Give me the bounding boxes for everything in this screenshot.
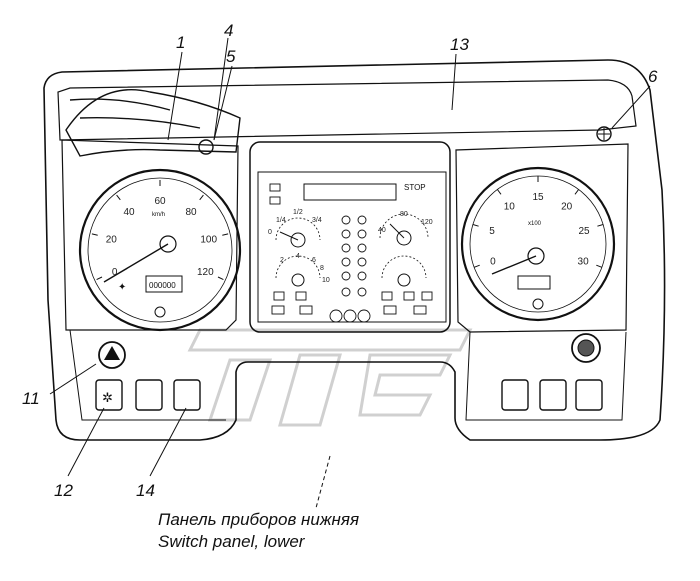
- tach-tick-15: 15: [532, 192, 544, 203]
- pressure-tick-6: 6: [312, 257, 316, 264]
- rocker-switch-5[interactable]: [539, 379, 567, 411]
- speed-tick-20: 20: [106, 235, 118, 246]
- switch-5: [198, 139, 214, 155]
- speed-tick-120: 120: [197, 267, 214, 278]
- speed-tick-mark: [222, 233, 229, 236]
- speed-tick-mark: [217, 276, 224, 281]
- watermark-logo: [187, 328, 473, 427]
- tach-tick-25: 25: [578, 226, 590, 237]
- mount-screw: [596, 126, 612, 142]
- temp-tick-40: 40: [378, 227, 386, 234]
- callout-14: 14: [136, 481, 155, 500]
- speedometer-scale: 0 20 40 60 80 100 120: [91, 180, 229, 281]
- pressure-tick-2: 2: [280, 257, 284, 264]
- tach-tick-mark: [472, 224, 479, 227]
- temp-tick-120: 120: [421, 219, 433, 226]
- tach-tick-20: 20: [561, 202, 573, 213]
- fuel-gauge: 1/2 1/4 3/4 0: [268, 209, 322, 248]
- callout-13: 13: [450, 35, 469, 54]
- callout-6: 6: [648, 67, 658, 86]
- speed-reset-icon: ✦: [118, 282, 126, 293]
- speed-tick-mark: [91, 233, 98, 236]
- dashboard-housing: [43, 59, 666, 441]
- temp-tick-80: 80: [400, 211, 408, 218]
- switch-row-right: [501, 379, 603, 411]
- pressure-tick-10: 10: [322, 277, 330, 284]
- callout-12: 12: [54, 481, 73, 500]
- callout-4: 4: [224, 21, 233, 40]
- fuel-three-quarter: 3/4: [312, 217, 322, 224]
- oil-pressure-gauge: 2 4 6 8 10: [275, 253, 330, 287]
- hood-lever: [65, 88, 241, 157]
- tach-tick-0: 0: [490, 256, 496, 267]
- caption-russian: Панель приборов нижняя: [158, 510, 360, 529]
- callout-5: 5: [226, 47, 236, 66]
- speed-tick-100: 100: [200, 235, 217, 246]
- stop-label: STOP: [404, 183, 426, 192]
- center-cluster: STOP 1/2 1/4 3/4 0 40 80 120 2 4 6: [249, 141, 451, 333]
- tach-tick-10: 10: [504, 202, 516, 213]
- speed-tick-mark: [96, 276, 103, 281]
- tach-tick-mark: [473, 264, 480, 268]
- speed-tick-40: 40: [123, 207, 135, 218]
- callout-1: 1: [176, 33, 185, 52]
- pressure-tick-8: 8: [320, 265, 324, 272]
- round-switch-right[interactable]: [571, 333, 601, 363]
- triangle-icon: [104, 346, 120, 360]
- leader-lines: [49, 37, 651, 509]
- coolant-temp-gauge: 40 80 120: [378, 211, 433, 246]
- tachometer-scale: 0 5 10 15 20 25 30: [472, 176, 604, 268]
- fuel-quarter: 1/4: [276, 217, 286, 224]
- fuel-half: 1/2: [293, 209, 303, 216]
- tach-tick-mark: [496, 189, 502, 195]
- tach-unit: x100: [528, 221, 542, 227]
- rocker-switch-3[interactable]: [173, 379, 201, 411]
- speed-tick-60: 60: [154, 196, 166, 207]
- callout-labels: 1 4 5 13 6 11 12 14: [22, 21, 658, 500]
- odometer: 000000: [149, 281, 176, 290]
- rocker-switch-2[interactable]: [135, 379, 163, 411]
- warning-lamps: [269, 183, 433, 323]
- speed-unit: km/h: [152, 212, 165, 218]
- callout-11: 11: [22, 389, 40, 408]
- tach-tick-5: 5: [489, 226, 495, 237]
- speed-tick-mark: [116, 194, 121, 201]
- rocker-switch-light[interactable]: [95, 379, 123, 411]
- speed-tick-0: 0: [112, 267, 118, 278]
- fuel-zero: 0: [268, 229, 272, 236]
- speed-tick-80: 80: [185, 207, 197, 218]
- pressure-tick-4: 4: [296, 253, 300, 260]
- switch-row-left: [95, 379, 201, 411]
- tach-tick-mark: [596, 264, 603, 268]
- caption-english: Switch panel, lower: [158, 532, 305, 551]
- hazard-button[interactable]: [98, 341, 126, 369]
- speed-tick-mark: [199, 194, 204, 201]
- rocker-switch-6[interactable]: [575, 379, 603, 411]
- tach-tick-30: 30: [578, 256, 590, 267]
- speedometer: km/h 000000 ✦ 0 20 40 60 80 100 120: [78, 168, 242, 332]
- sun-icon: ✲: [102, 390, 113, 405]
- tachometer: x100 0 5 10 15 20 25 30: [460, 166, 616, 322]
- tach-tick-mark: [574, 189, 579, 195]
- tach-tick-mark: [597, 224, 604, 227]
- voltmeter-gauge: [381, 255, 427, 287]
- rocker-switch-4[interactable]: [501, 379, 529, 411]
